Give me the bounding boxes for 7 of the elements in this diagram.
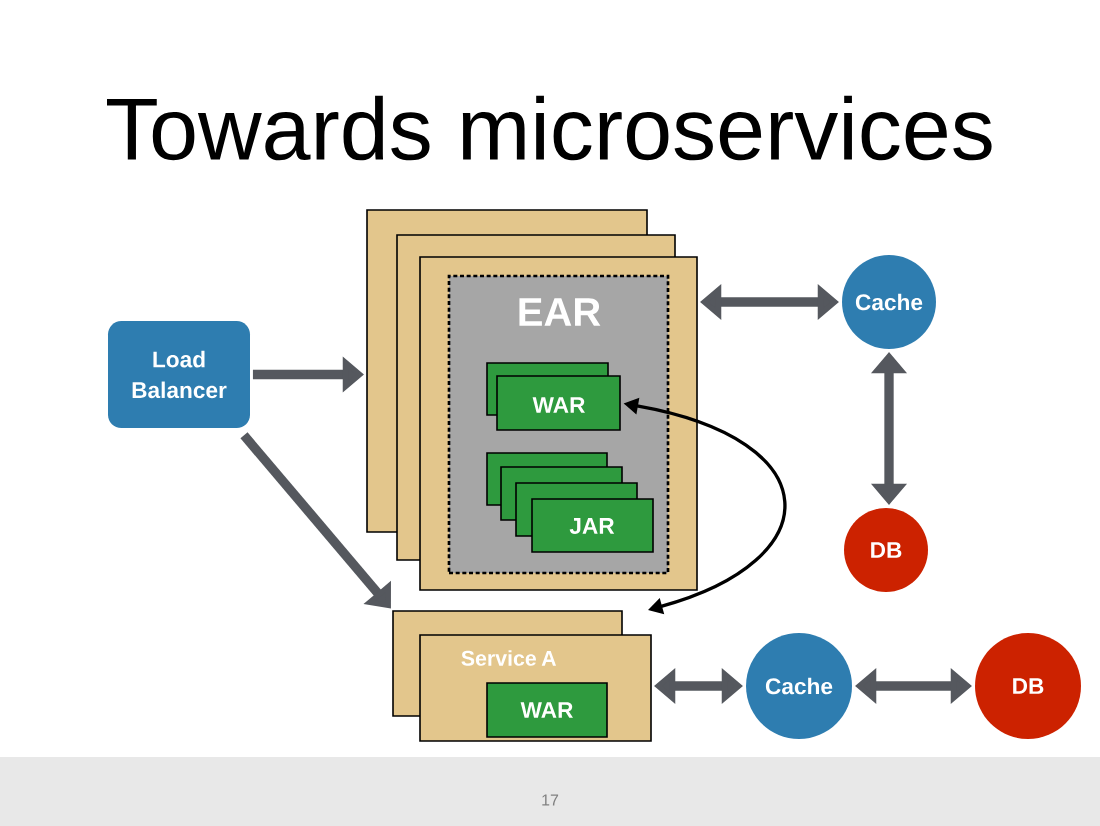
module-box: WAR <box>486 682 608 738</box>
page-number: 17 <box>542 794 559 806</box>
load-balancer-box: Load Balancer <box>108 321 250 428</box>
arrow <box>240 432 391 609</box>
module-box: WAR <box>486 362 621 431</box>
title: Towards microservices <box>107 95 992 161</box>
module-box: JAR <box>486 452 654 553</box>
